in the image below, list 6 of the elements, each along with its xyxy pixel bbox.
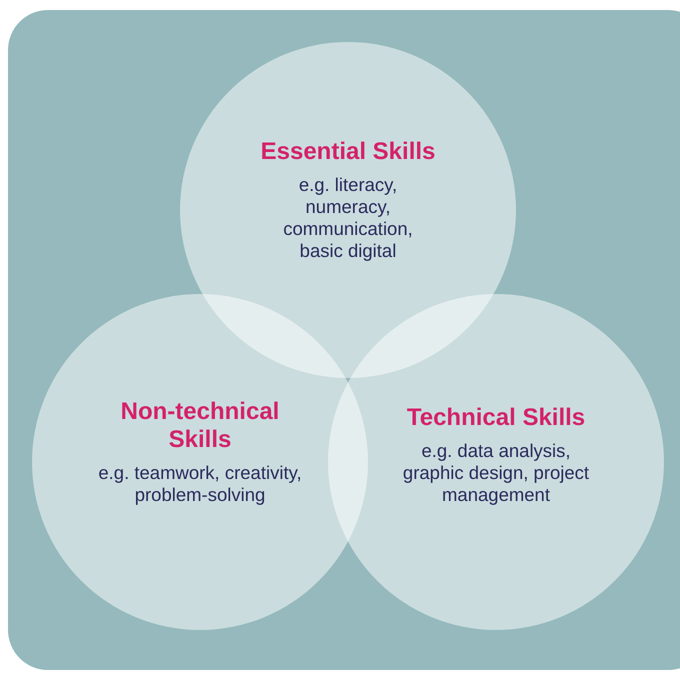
- circle-description: e.g. data analysis, graphic design, project management: [402, 440, 590, 506]
- circle-description: e.g. teamwork, creativity, problem-solving: [97, 462, 303, 506]
- circle-heading: Essential Skills: [260, 138, 436, 166]
- circle-description: e.g. literacy, numeracy, communication, basic digital: [282, 174, 414, 262]
- circle-heading: Technical Skills: [406, 404, 586, 432]
- circle-heading: Non-technical Skills: [120, 398, 280, 454]
